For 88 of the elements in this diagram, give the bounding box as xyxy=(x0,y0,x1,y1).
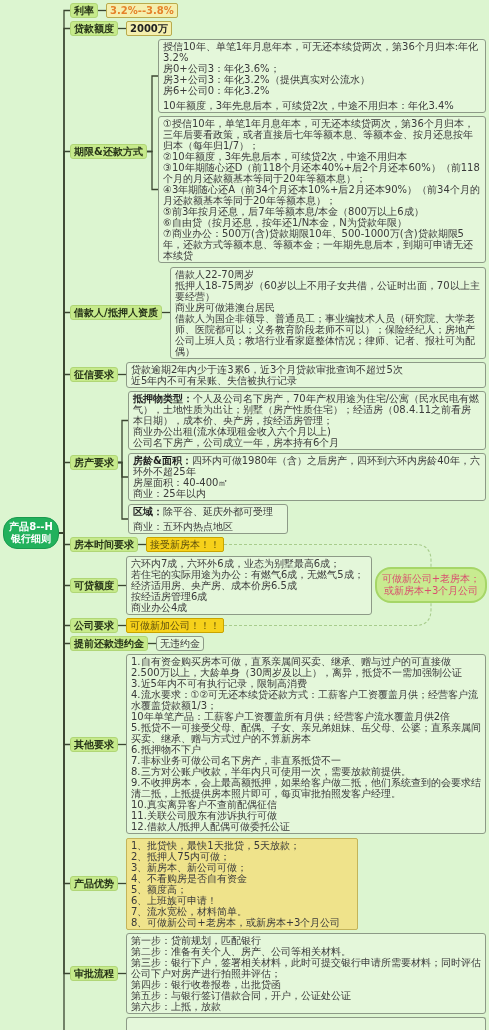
note-text: ③10年期随心还D（前118个月还本40%+后2个月还本60%）（前118个月的月还款额基本等同于20年等额本息）； xyxy=(163,162,481,185)
note-text: ②10年额度，3年先息后本，可续贷2次，中途不用归本 xyxy=(163,151,408,163)
note-text: 按经适房管理6成 xyxy=(131,590,209,602)
note-text: 1.自有资金购买房本可做，直系亲属间买卖、继承、赠与过户的可直接做 xyxy=(131,656,452,668)
note-text: 房6+公司0：年化3.2% xyxy=(163,85,271,97)
note-text: 借款人为国企非领导、普通员工；事业编技术人员（研究院、大学老师、医院都可以；义务教育阶段老师不可以）；保险经纪人；房地产公司上班人员；教培行业看家庭整体情况；律师、记者、报社可为配偶） xyxy=(175,312,476,357)
note-text: 抵押物类型：个人及公司名下房产，70年产权用途为住宅/公寓（民水民电有燃气），土地性质为出让；别墅（房产性质住宅）；经适房（08.4.11之前看房本日期），成本价、央产房，按经适房管理； xyxy=(133,393,481,427)
note-text: 授信10年、单笔1年月息年本，可无还本续贷两次，第36个月归本:年化3.2% xyxy=(163,41,480,64)
note-text: 7、流水宽松，材料简单。 xyxy=(131,905,249,917)
note-text: 商业办公4成 xyxy=(131,601,189,613)
note-text: 7.非标业务可做公司名下房产，非直系抵贷不一 xyxy=(131,755,341,767)
note-text: 六环内7成，六环外6成，业态为别墅最高6成； xyxy=(131,557,342,569)
note-box xyxy=(126,654,486,835)
branch-topic: 提前还款违约金 xyxy=(70,636,148,652)
note-text: 2.500万以上，大龄单身（30周岁及以上），离异，抵贷不一需加强制公证 xyxy=(131,667,464,679)
note-text: 第一步：贷前规划，匹配银行 xyxy=(131,934,262,946)
note-text: 贷款逾期2年内少于连3累6，近3个月贷款审批查询不超过5次 xyxy=(131,363,404,375)
branch-topic: 利率 xyxy=(70,3,98,18)
note-text: 6、上班族可申请！ xyxy=(131,894,219,906)
note-text: 11.关联公司股东有涉诉执行可做 xyxy=(131,810,278,822)
branch-topic: 房本时间要求 xyxy=(70,537,138,553)
note-text: 10.真实离异客户不查前配偶征信 xyxy=(131,799,278,811)
summary-pill: 可做新公司+老房本；或新房本+3个月公司 xyxy=(375,567,487,603)
note-text: 借款人22-70周岁 xyxy=(175,268,256,280)
note-text: 8.三方对公账户收款，半年内只可使用一次，需要放款前提供。 xyxy=(131,766,411,778)
note-text: 商业办公出租(流水体现租金收入六个月以上) xyxy=(133,426,332,438)
note-box xyxy=(128,504,288,535)
note-box xyxy=(170,266,486,359)
note-text: 第四步：银行收卷报卷，出批贷函 xyxy=(131,978,281,990)
note-text: 2、抵押人75内可做； xyxy=(131,850,231,862)
note-text: 4.流水要求：①②可无还本续贷还款方式：工薪客户工资覆盖月供；经营客户流水覆盖贷款额1/3； xyxy=(131,689,480,712)
note-text: 近5年内不可有呆账、失信被执行记录 xyxy=(131,374,298,386)
branch-topic: 房产要求 xyxy=(70,455,118,471)
branch-topic: 产品优势 xyxy=(70,876,118,892)
note-text: 房龄&面积：四环内可做1980年（含）之后房产，四环到六环内房龄40年，六环外不超25年 xyxy=(133,455,481,478)
note-text: ⑤前3年按月还息，后7年等额本息/本金（800万以上6成） xyxy=(163,206,425,218)
note-text: 10年单笔产品：工薪客户工资覆盖所有月供；经营客户流水覆盖月供2倍 xyxy=(131,711,451,723)
note-text: 4、不看购房是否自有资金 xyxy=(131,872,249,884)
note-text: 商业：25年以内 xyxy=(133,488,207,500)
central-topic: 产品8--H银行细则 xyxy=(3,517,59,549)
note-text: 房0+公司3：年化3.6%； xyxy=(163,63,281,75)
note-text: 第六步：上抵，放款 xyxy=(131,1000,221,1012)
note-text: 1、批贷快，最快1天批贷，5天放款； xyxy=(131,839,302,851)
note-text: 公司名下房产，公司成立一年，房本持有6个月 xyxy=(133,437,341,449)
note-text: 若住宅的实际用途为办公：有燃气6成，无燃气5成； xyxy=(131,568,365,580)
note-text: ⑦商业办公：500万(含)贷款期限10年、500-1000万(含)贷款期限5年，还款方式等额本息、等额本金；一年期先息后本，到期可申请无还本续贷 xyxy=(163,228,474,262)
note-text: 9.不收押房本，会上最高额抵押，如果给客户做二抵，他们系统查到的会要求结清二抵，上抵提供房本照片即可，每页审批拍照发客户经理。 xyxy=(131,777,481,800)
note-text: ①授信10年，单笔1年月息年本，可无还本续贷两次，第36个月归本，三年后要看政策，或者直接后七年等额本息、等额本金、按月还息按年归本（每年归1/7）； xyxy=(163,118,475,152)
note-text: 区域：除平谷、延庆外都可受理 xyxy=(133,506,274,518)
note-text: 抵押人18-75周岁（60岁以上不用子女共借，公证时出面，70以上主要经营） xyxy=(175,279,481,302)
note-text: 房3+公司3：年化3.2%（提供真实对公流水） xyxy=(163,74,371,86)
note-box xyxy=(126,1017,486,1030)
note-text: 3.近5年内不可有执行记录，限制高消费 xyxy=(131,678,308,690)
note-text: 8、可做新公司+老房本，或新房本+3个月公司 xyxy=(131,916,342,928)
note-box xyxy=(158,116,486,264)
highlight-box: 接受新房本！！ xyxy=(146,537,224,553)
note-box xyxy=(126,361,486,388)
dashed-connector xyxy=(223,543,432,568)
connector-line xyxy=(117,461,129,520)
dashed-connector xyxy=(223,602,432,627)
note-text: 12.借款人/抵押人配偶可做委托公证 xyxy=(131,821,292,833)
note-box xyxy=(126,932,486,1014)
note-text: 商业房可做港澳台居民 xyxy=(175,301,276,313)
value-box: 3.2%--3.8% xyxy=(106,3,178,18)
note-box: 无违约金 xyxy=(156,636,204,652)
value-box: 2000万 xyxy=(126,21,172,37)
note-text: 5.抵贷不一可接受父母、配偶、子女、亲兄弟姐妹、岳父母、公婆；直系亲属间买卖、继承、赠与方式过户的不算新房本 xyxy=(131,722,481,745)
note-text: 3、新房本、新公司可做； xyxy=(131,861,249,873)
note-box xyxy=(158,39,486,114)
note-box xyxy=(128,391,486,451)
note-box xyxy=(126,837,358,930)
connector-line xyxy=(146,150,159,191)
branch-topic: 贷款额度 xyxy=(70,21,118,37)
note-text: 第三步：银行下户，签署相关材料，此时可提交银行申请所需要材料；同时评估公司下户对房产进行拍照并评估； xyxy=(131,956,481,979)
note-text: ④3年期随心还A（前34个月还本10%+后2月还本90%）（前34个月的月还款额基本等同于20年等额本息）； xyxy=(163,184,481,207)
note-box xyxy=(128,453,486,502)
branch-topic: 借款人/抵押人资质 xyxy=(70,305,162,321)
note-text: 第五步：与银行签订借款合同，开户，公证处公证 xyxy=(131,989,352,1001)
note-text: 经济适用房、央产房、成本价房6.5成 xyxy=(131,579,298,591)
note-text: 5、额度高； xyxy=(131,883,188,895)
note-text: 房屋面积：40-400㎡ xyxy=(133,477,230,489)
note-text: 6.抵押物不下户 xyxy=(131,744,201,756)
note-text: 商业：五环内热点地区 xyxy=(133,521,234,533)
note-box xyxy=(126,555,372,615)
branch-topic: 征信要求 xyxy=(70,367,118,383)
note-text: ⑥自由贷（按月还息，按年还1/N本金，N为贷款年限） xyxy=(163,217,407,229)
note-text: 第二步：准备有关个人、房产、公司等相关材料。 xyxy=(131,945,352,957)
note-text: 10年额度，3年先息后本，可续贷2次，中途不用归本：年化3.4% xyxy=(163,100,455,112)
